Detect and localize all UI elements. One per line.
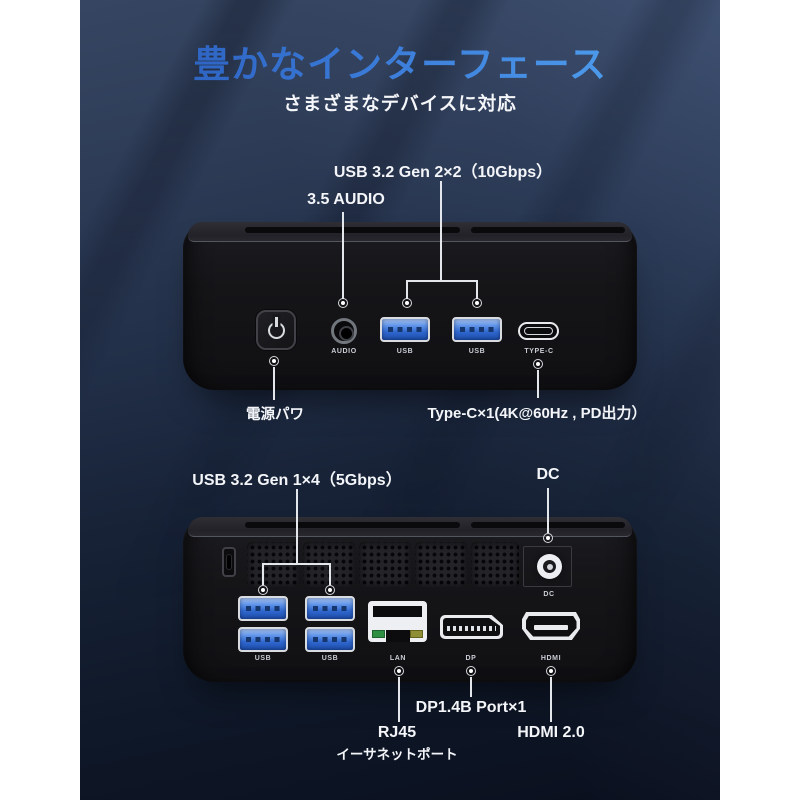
usb-port (452, 317, 502, 342)
hdmi-port-inner (525, 615, 577, 637)
callout-label-typec: Type-C×1(4K@60Hz , PD出力） (427, 405, 647, 422)
lan-led-amber (410, 630, 423, 638)
callout-line-usb-stem (440, 181, 442, 280)
callout-label-rj45: RJ45 (377, 724, 417, 741)
dc-panel-outline (523, 546, 572, 587)
device-top-lid (188, 517, 632, 537)
power-button (256, 310, 296, 350)
callout-label-dc: DC (536, 466, 560, 483)
callout-dot-usb-right (472, 298, 482, 308)
dc-jack (537, 554, 562, 579)
callout-line-usb-left (406, 280, 408, 299)
page-title: 豊かなインターフェース (80, 34, 720, 88)
port-label-dp: DP (465, 655, 477, 662)
callout-bracket-usb (262, 563, 331, 565)
mini-pc-front-view: AUDIO USB USB TYPE-C (183, 222, 637, 390)
callout-dot-dp (466, 666, 476, 676)
mini-pc-rear-view: DC USB USB LAN DP HDMI (183, 517, 637, 682)
vent-grille (415, 542, 467, 587)
vent-grille (247, 542, 299, 587)
vent-grille (471, 542, 519, 587)
callout-label-hdmi: HDMI 2.0 (517, 724, 585, 741)
callout-dot-typec (533, 359, 543, 369)
power-icon (267, 316, 285, 339)
photo-background (80, 0, 720, 800)
audio-jack (331, 318, 357, 344)
port-label-usb: USB (254, 655, 272, 662)
callout-line-dp (470, 677, 472, 697)
callout-dot-power (269, 356, 279, 366)
usb-port (380, 317, 430, 342)
callout-line-typec (537, 370, 539, 398)
page-subtitle: さまざまなデバイスに対応 (283, 93, 517, 114)
callout-line-power (273, 367, 275, 400)
callout-line-usb-right (329, 563, 331, 585)
dp-port (440, 615, 503, 639)
usb-port (238, 627, 288, 652)
lan-led-green (372, 630, 385, 638)
typec-port (518, 322, 559, 340)
kensington-lock-slot (222, 547, 236, 577)
device-top-lid (188, 222, 632, 242)
callout-dot-dc (543, 533, 553, 543)
callout-label-ethernet: イーサネットポート (336, 747, 458, 762)
port-label-usb: USB (321, 655, 339, 662)
lan-clip (385, 630, 410, 642)
callout-label-usb-gen1: USB 3.2 Gen 1×4（5Gbps） (192, 472, 402, 489)
callout-label-power: 電源パワ (246, 407, 304, 423)
callout-dot-lan (394, 666, 404, 676)
callout-dot-usb-right (325, 585, 335, 595)
lan-slot (373, 606, 422, 617)
port-label-audio: AUDIO (331, 348, 357, 355)
port-label-dc: DC (543, 591, 555, 598)
callout-label-dp: DP1.4B Port×1 (415, 699, 527, 716)
callout-line-dc (547, 488, 549, 533)
callout-line-lan (398, 677, 400, 722)
dp-port-inner (443, 618, 500, 636)
usb-port (305, 596, 355, 621)
lan-port (368, 601, 427, 642)
callout-dot-audio (338, 298, 348, 308)
callout-bracket-usb (406, 280, 477, 282)
port-label-hdmi: HDMI (540, 655, 562, 662)
top-vent-slot (245, 227, 460, 233)
callout-label-usb-gen2: USB 3.2 Gen 2×2（10Gbps） (333, 164, 553, 181)
top-vent-slot (245, 522, 460, 528)
callout-line-usb-left (262, 563, 264, 585)
port-label-usb: USB (396, 348, 414, 355)
callout-dot-usb-left (402, 298, 412, 308)
callout-line-hdmi (550, 677, 552, 722)
port-label-usb: USB (468, 348, 486, 355)
callout-line-usb-right (476, 280, 478, 299)
vent-grille (359, 542, 411, 587)
callout-line-usb-stem (296, 489, 298, 563)
port-label-lan: LAN (389, 655, 407, 662)
callout-dot-usb-left (258, 585, 268, 595)
top-vent-slot (471, 227, 625, 233)
callout-label-audio: 3.5 AUDIO (307, 191, 385, 208)
callout-line-audio (342, 212, 344, 299)
usb-port (238, 596, 288, 621)
hdmi-port (522, 612, 580, 640)
port-label-typec: TYPE-C (524, 348, 554, 355)
callout-dot-hdmi (546, 666, 556, 676)
usb-port (305, 627, 355, 652)
